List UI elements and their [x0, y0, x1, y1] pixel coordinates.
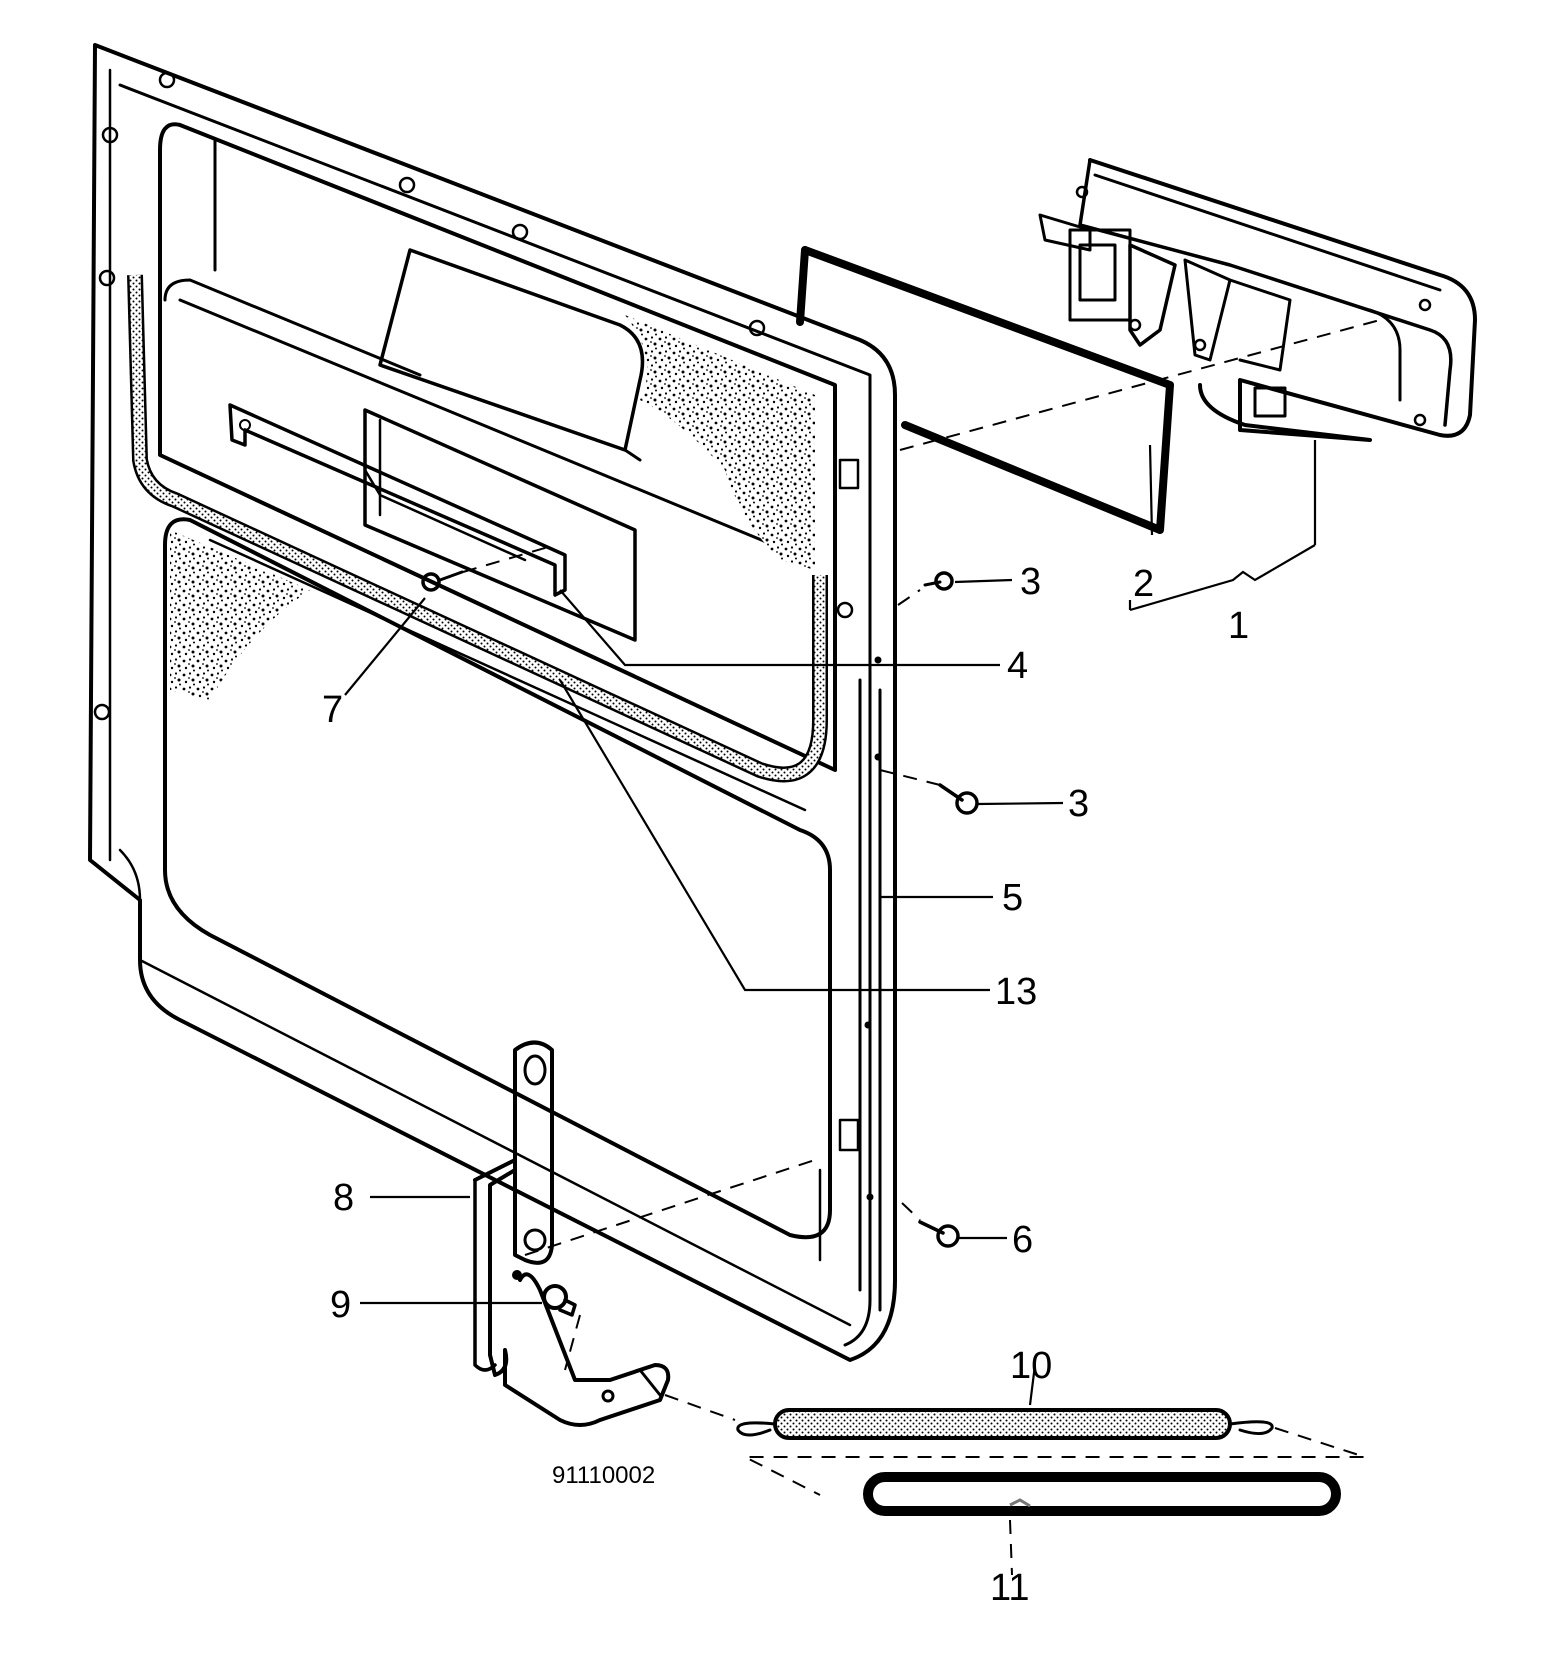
callout-4: 4 — [1007, 645, 1028, 687]
drawing-part-number: 91110002 — [552, 1462, 655, 1489]
door-lower-panel — [163, 517, 832, 1262]
frame-screw-holes — [93, 71, 882, 1201]
callout-10: 10 — [1010, 1345, 1052, 1387]
door-window-frame — [158, 122, 837, 772]
handle-recess — [363, 408, 637, 642]
upper-recess — [378, 248, 645, 462]
pivot-bolt — [542, 1284, 577, 1317]
callout-11: 11 — [990, 1567, 1029, 1609]
screw-lower — [918, 1220, 960, 1248]
alignment-lines — [462, 319, 1381, 1576]
callout-3-upper: 3 — [1020, 561, 1041, 603]
leader-lines — [344, 440, 1317, 1406]
callout-7: 7 — [322, 689, 343, 731]
screw-middle — [938, 783, 979, 815]
screw-handle — [421, 570, 464, 592]
lock-assembly — [1038, 158, 1477, 442]
insulation-upper — [625, 315, 815, 570]
callout-13: 13 — [995, 971, 1037, 1013]
spring-sleeve — [863, 1472, 1341, 1516]
callout-1: 1 — [1228, 605, 1249, 647]
callout-9: 9 — [330, 1284, 351, 1326]
callout-5: 5 — [1002, 877, 1023, 919]
handle-bracket — [228, 403, 567, 597]
door-edge-strip — [838, 458, 882, 1312]
screw-upper — [923, 571, 954, 591]
lock-gasket — [796, 246, 1174, 534]
callout-6: 6 — [1012, 1219, 1033, 1261]
callout-8: 8 — [333, 1177, 354, 1219]
tension-spring — [736, 1408, 1274, 1440]
hinge-bracket — [473, 1040, 671, 1427]
callout-3-middle: 3 — [1068, 783, 1089, 825]
callout-2: 2 — [1133, 563, 1154, 605]
door-outer-panel — [88, 43, 897, 1362]
insulation-lower — [170, 530, 310, 700]
